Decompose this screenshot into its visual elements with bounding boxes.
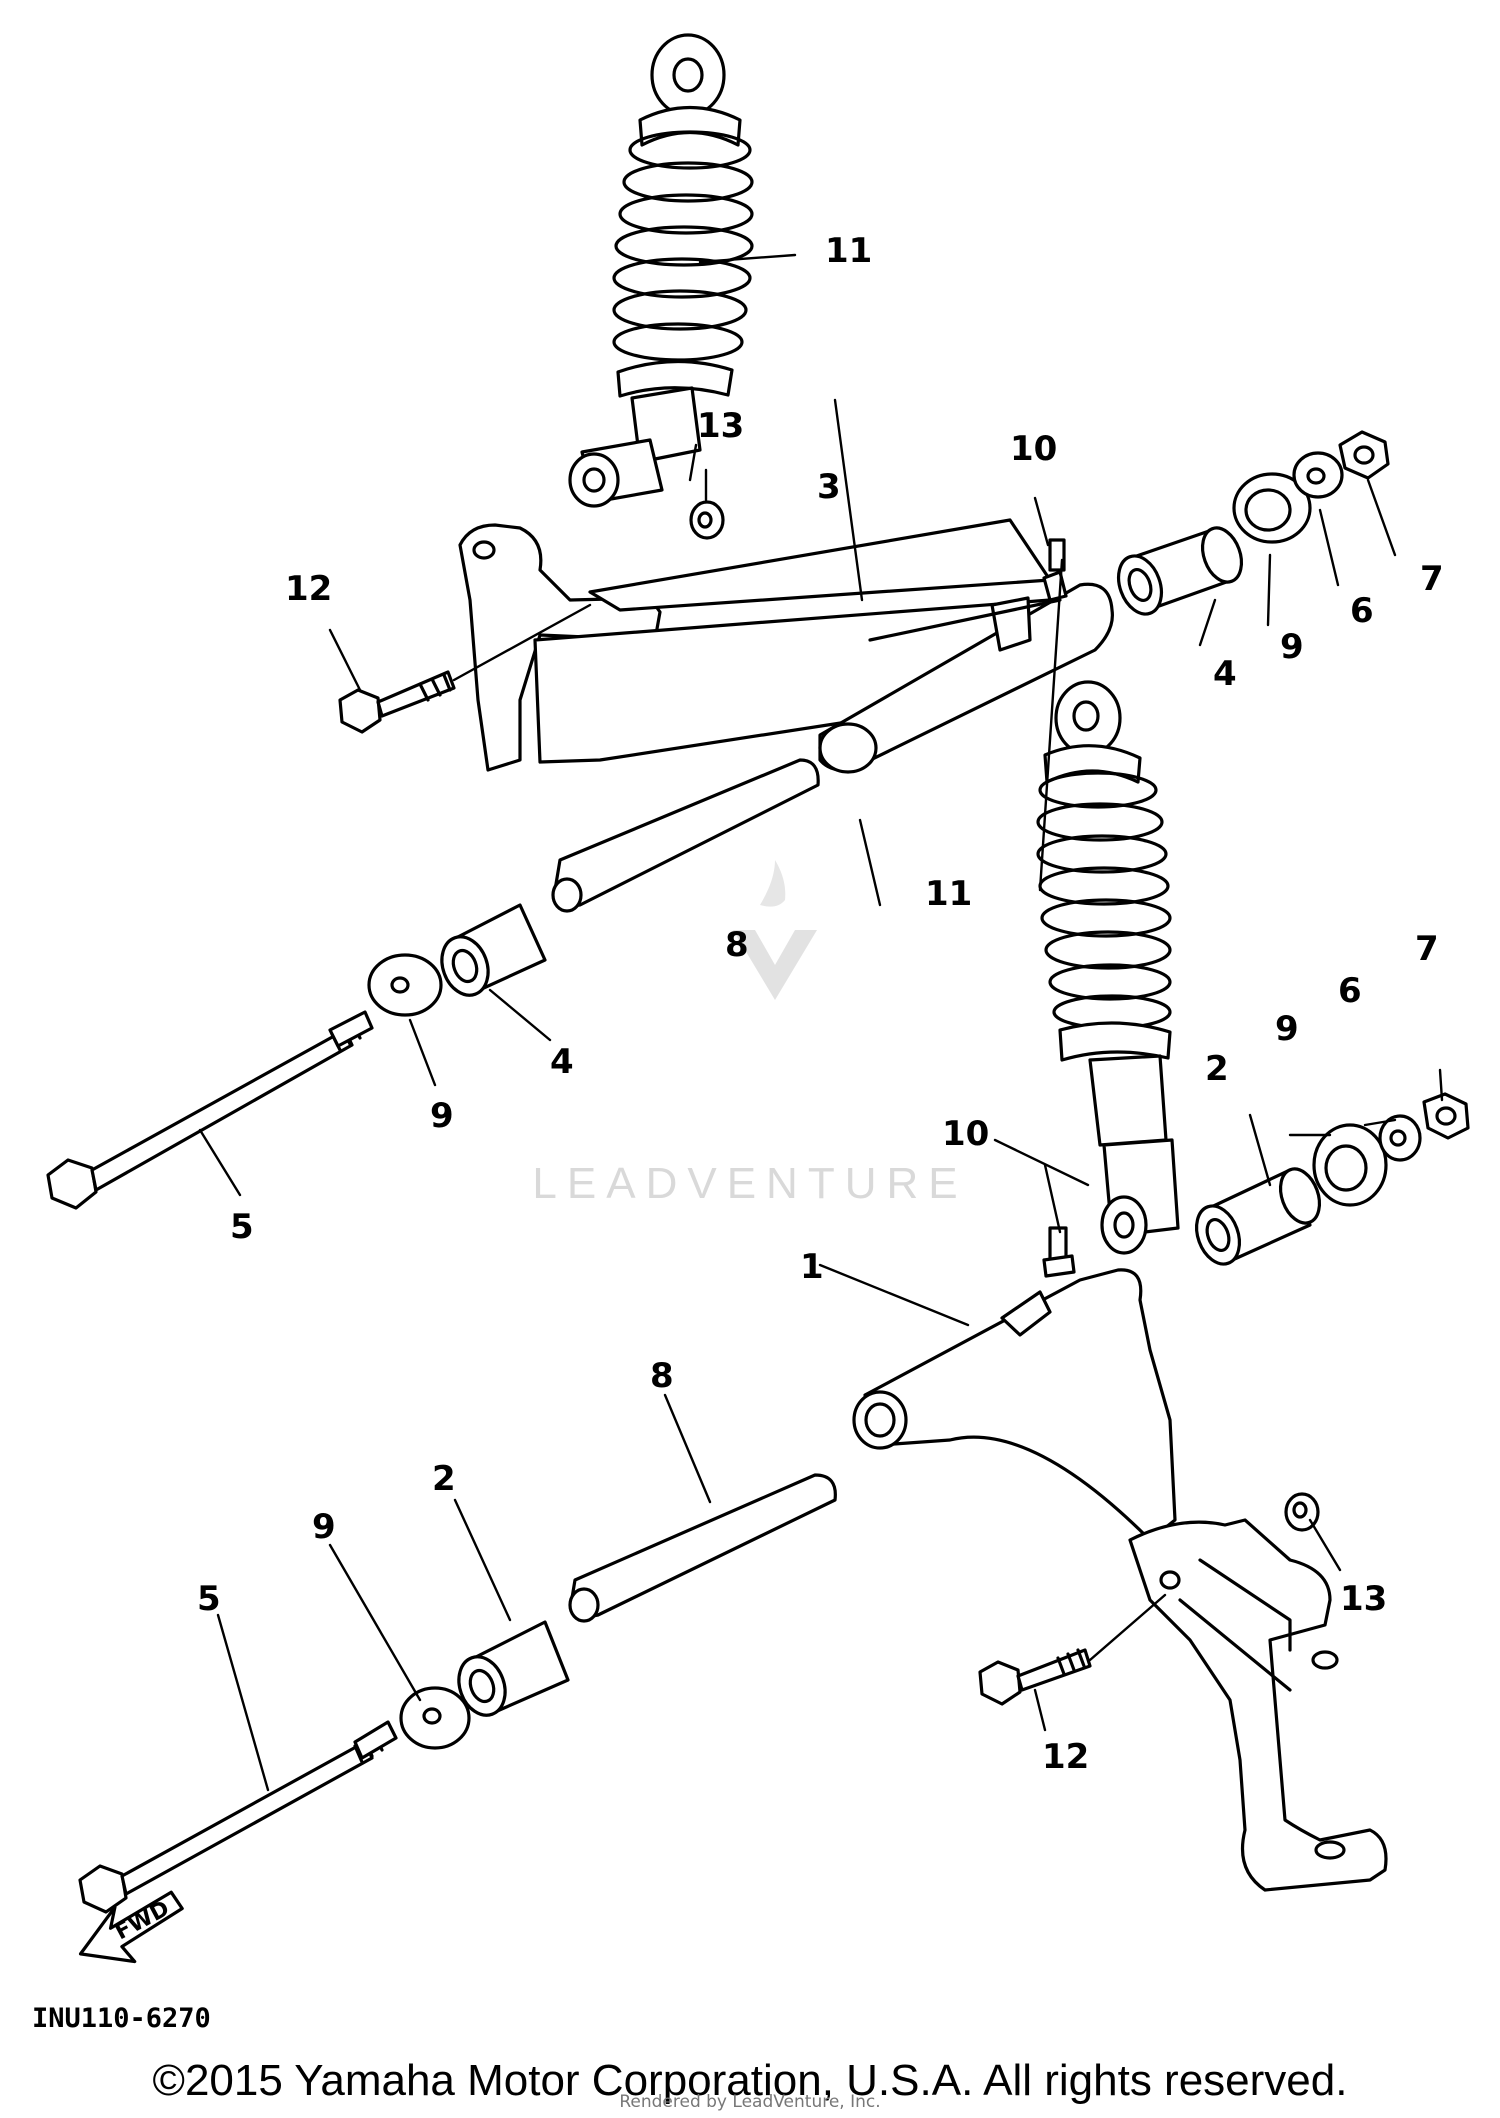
watermark-text: LEADVENTURE (532, 1159, 967, 1208)
callout-11-upper: 11 (825, 231, 872, 271)
lower-shock-absorber (1036, 680, 1180, 1255)
callout-10-upper: 10 (1010, 429, 1057, 469)
callout-9-upper-left: 9 (430, 1096, 454, 1136)
lower-washer-left (399, 1686, 471, 1750)
upper-long-bolt (46, 1010, 374, 1210)
callout-9-upper-right: 9 (1280, 627, 1304, 667)
callout-1: 1 (800, 1247, 824, 1287)
callout-13-upper: 13 (697, 406, 744, 446)
lower-bolt (978, 1593, 1167, 1706)
upper-washer-right (1292, 451, 1344, 499)
upper-nut-right (1338, 430, 1390, 480)
lower-collar-right (1194, 1167, 1322, 1266)
lower-collar-left (457, 1620, 570, 1717)
upper-collar-left (440, 903, 547, 997)
callout-11-lower: 11 (925, 874, 972, 914)
rendered-by-note: Rendered by LeadVenture, Inc. (619, 2092, 881, 2112)
callout-6-lower: 6 (1338, 971, 1362, 1011)
callout-8-lower: 8 (650, 1356, 674, 1396)
upper-grease-nipple (1042, 538, 1068, 602)
callout-2-lower-left: 2 (432, 1459, 456, 1499)
callout-12-lower: 12 (1042, 1737, 1089, 1777)
lower-grease-nipple (1042, 1226, 1076, 1278)
callout-8-upper: 8 (725, 925, 749, 965)
callout-5-lower: 5 (197, 1579, 221, 1619)
callout-5-upper: 5 (230, 1207, 254, 1247)
callout-9-lower-left: 9 (312, 1507, 336, 1547)
lower-washer-right (1378, 1114, 1422, 1162)
diagram-code: INU110-6270 (32, 2003, 211, 2034)
upper-washer-left (367, 953, 443, 1017)
callout-2-lower-right: 2 (1205, 1049, 1229, 1089)
upper-shaft (551, 758, 820, 913)
upper-bolt (338, 603, 592, 734)
lower-arm (852, 1268, 1388, 1892)
lower-long-bolt (78, 1720, 398, 1914)
lower-nut-right (1422, 1092, 1470, 1140)
callout-10-lower: 10 (942, 1114, 989, 1154)
callouts: 11 13 3 10 12 4 9 6 7 8 4 9 5 11 7 6 9 2… (197, 231, 1444, 1777)
upper-collar-right (1116, 526, 1244, 616)
callout-4-upper-left: 4 (550, 1042, 574, 1082)
leadventure-watermark: LEADVENTURE (532, 860, 967, 1208)
callout-7-lower: 7 (1415, 929, 1439, 969)
lower-shaft (568, 1473, 837, 1623)
callout-12-upper: 12 (285, 569, 332, 609)
upper-arm (458, 518, 1114, 774)
callout-7-upper: 7 (1420, 559, 1444, 599)
callout-9-lower-right: 9 (1275, 1009, 1299, 1049)
callout-13-lower: 13 (1340, 1579, 1387, 1619)
upper-oil-seal-right (1232, 472, 1312, 544)
callout-6-upper: 6 (1350, 591, 1374, 631)
lower-oil-seal-right (1312, 1123, 1388, 1207)
upper-collar-small (689, 500, 725, 540)
callout-3: 3 (817, 467, 841, 507)
copyright-notice: ©2015 Yamaha Motor Corporation, U.S.A. A… (152, 2056, 1348, 2105)
leader-lines (198, 253, 1444, 1792)
callout-4-upper-right: 4 (1213, 654, 1237, 694)
upper-shock-absorber (568, 33, 754, 508)
